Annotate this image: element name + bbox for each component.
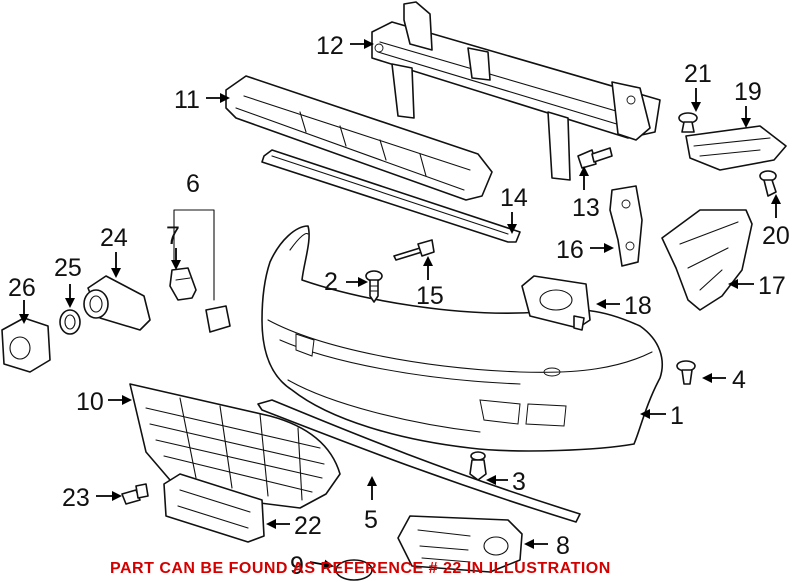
part-25-sensor-ring	[59, 309, 81, 335]
part-8-fog-trim	[397, 515, 523, 573]
part-16-bracket	[609, 185, 643, 267]
part-11-absorber	[225, 75, 493, 201]
callout-2: 2	[324, 268, 338, 296]
callout-12: 12	[316, 32, 344, 60]
part-15-pin	[393, 239, 435, 261]
callout-19: 19	[734, 78, 762, 106]
callout-10: 10	[76, 388, 104, 416]
part-12-reinforcement-bar	[371, 1, 661, 181]
callout-3: 3	[512, 468, 526, 496]
callout-25: 25	[54, 254, 82, 282]
part-7-sensor-bracket	[169, 267, 197, 301]
callout-17: 17	[758, 272, 786, 300]
callout-13: 13	[572, 194, 600, 222]
leader-9	[309, 559, 334, 570]
part-14-upper-strip	[261, 149, 521, 243]
part-10-lower-grille	[129, 383, 341, 509]
callout-26: 26	[8, 274, 36, 302]
callout-8: 8	[556, 532, 570, 560]
callout-4: 4	[732, 366, 746, 394]
part-26-sensor-holder	[1, 317, 51, 373]
part-3-clip	[469, 451, 487, 481]
part-22-plate-bracket	[163, 473, 265, 543]
callout-7: 7	[166, 222, 180, 250]
part-18-fog-lamp	[521, 275, 591, 331]
callout-23: 23	[62, 484, 90, 512]
callout-1: 1	[670, 402, 684, 430]
part-5-lower-spoiler	[257, 399, 581, 523]
part-24-parking-sensor	[83, 275, 151, 331]
callout-9: 9	[290, 552, 304, 580]
part-19-mount-bracket	[685, 125, 787, 171]
part-6-sensor-cover	[173, 209, 231, 333]
part-2-screw	[365, 270, 383, 303]
callout-6: 6	[186, 170, 200, 198]
callout-20: 20	[762, 222, 790, 250]
callout-22: 22	[294, 512, 322, 540]
callout-24: 24	[100, 224, 128, 252]
part-20-screw	[759, 170, 777, 197]
callout-15: 15	[416, 282, 444, 310]
part-1-bumper-cover	[261, 225, 663, 452]
part-9-ring	[335, 559, 373, 581]
callout-21: 21	[684, 60, 712, 88]
reference-note: PART CAN BE FOUND AS REFERENCE # 22 IN I…	[110, 560, 611, 577]
part-21-clip	[678, 112, 698, 133]
callout-18: 18	[624, 292, 652, 320]
part-23-pin	[121, 483, 149, 505]
callout-numbers: 12 11 14 13 21 19 20 16 17 18 15 2 6 7 2…	[8, 32, 790, 580]
callout-16: 16	[556, 236, 584, 264]
part-13-bolt	[577, 147, 613, 169]
callout-14: 14	[500, 184, 528, 212]
part-17-guide-bracket	[661, 209, 753, 311]
part-4-clip	[676, 360, 696, 385]
callout-11: 11	[174, 86, 200, 114]
callout-5: 5	[364, 506, 378, 534]
leader-lines	[19, 39, 781, 570]
